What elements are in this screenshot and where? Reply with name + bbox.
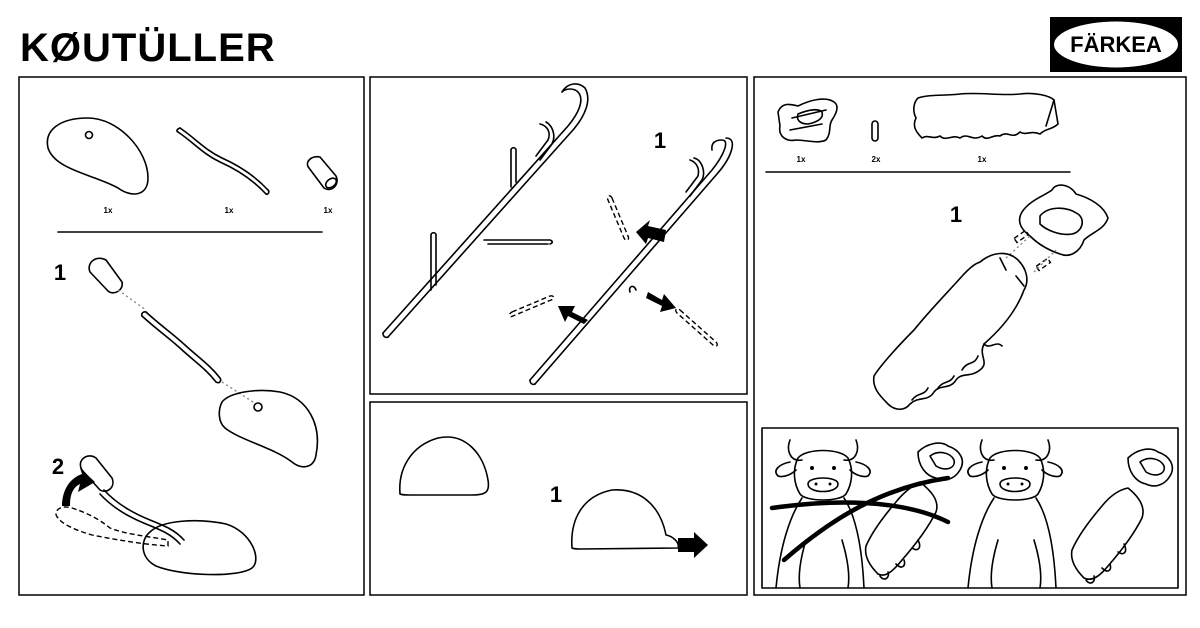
direction-arrow [678, 532, 708, 558]
cap-illustration [88, 257, 124, 294]
handle-illustration [1018, 184, 1109, 256]
warning-frame [761, 427, 1179, 589]
part-qty-label: 1x [104, 206, 113, 215]
rod-ghost-outline [55, 506, 169, 547]
dome-part [399, 436, 490, 496]
panel-left [18, 76, 365, 596]
logo-text: FÄRKEA [1070, 32, 1162, 57]
part-qty-label: 1x [797, 155, 806, 164]
parts-list-left: 1x 1x 1x [46, 117, 338, 233]
parts-list-right: 1x 2x 1x [765, 92, 1071, 173]
body-illustration [142, 519, 257, 576]
rod-illustration [141, 311, 221, 383]
removed-tine [508, 295, 555, 318]
panel-middle-top [369, 76, 748, 395]
step-number: 1 [950, 202, 962, 227]
page-title: KØUTÜLLER [20, 26, 276, 70]
step-number: 1 [550, 482, 562, 507]
removed-tine [675, 308, 718, 347]
dome-part [571, 489, 680, 550]
brand-logo: FÄRKEA [1050, 17, 1182, 72]
strip-figure [1070, 448, 1174, 584]
step-left-1: 1 [54, 257, 319, 468]
part-cap-illustration [306, 155, 338, 191]
direction-arrow [636, 220, 666, 244]
part-handle-illustration [777, 98, 838, 143]
cross-stroke [781, 475, 951, 563]
direction-arrow [558, 306, 588, 324]
direction-arrow [646, 292, 676, 312]
part-body-illustration [46, 117, 149, 195]
step-right-1: 1 [872, 184, 1109, 411]
panel-middle-bottom [369, 401, 748, 596]
part-qty-label: 1x [978, 155, 987, 164]
cow-figure [967, 439, 1063, 589]
rod-illustration [99, 489, 185, 545]
removed-tine [606, 195, 630, 241]
body-illustration [218, 389, 319, 468]
antler-stripped [529, 137, 734, 385]
antler-diagram: 1 [382, 83, 734, 386]
step-number: 2 [52, 454, 64, 479]
part-qty-label: 1x [225, 206, 234, 215]
part-qty-label: 1x [324, 206, 333, 215]
step-number: 1 [654, 128, 666, 153]
antler-assembled [382, 83, 589, 338]
strip-held-figure [864, 442, 964, 580]
step-number: 1 [54, 260, 66, 285]
strip-illustration [872, 252, 1028, 411]
panel-right [753, 76, 1187, 596]
alignment-guide [117, 289, 147, 311]
part-strip-illustration [913, 92, 1059, 140]
part-rod-illustration [177, 127, 269, 195]
rotate-arrow [62, 468, 95, 506]
part-pin-illustration [871, 120, 879, 142]
step-left-2: 2 [52, 454, 257, 576]
part-qty-label: 2x [872, 155, 881, 164]
dome-diagram: 1 [399, 436, 708, 558]
pin-ghost [1013, 229, 1030, 244]
warning-box [761, 427, 1179, 589]
